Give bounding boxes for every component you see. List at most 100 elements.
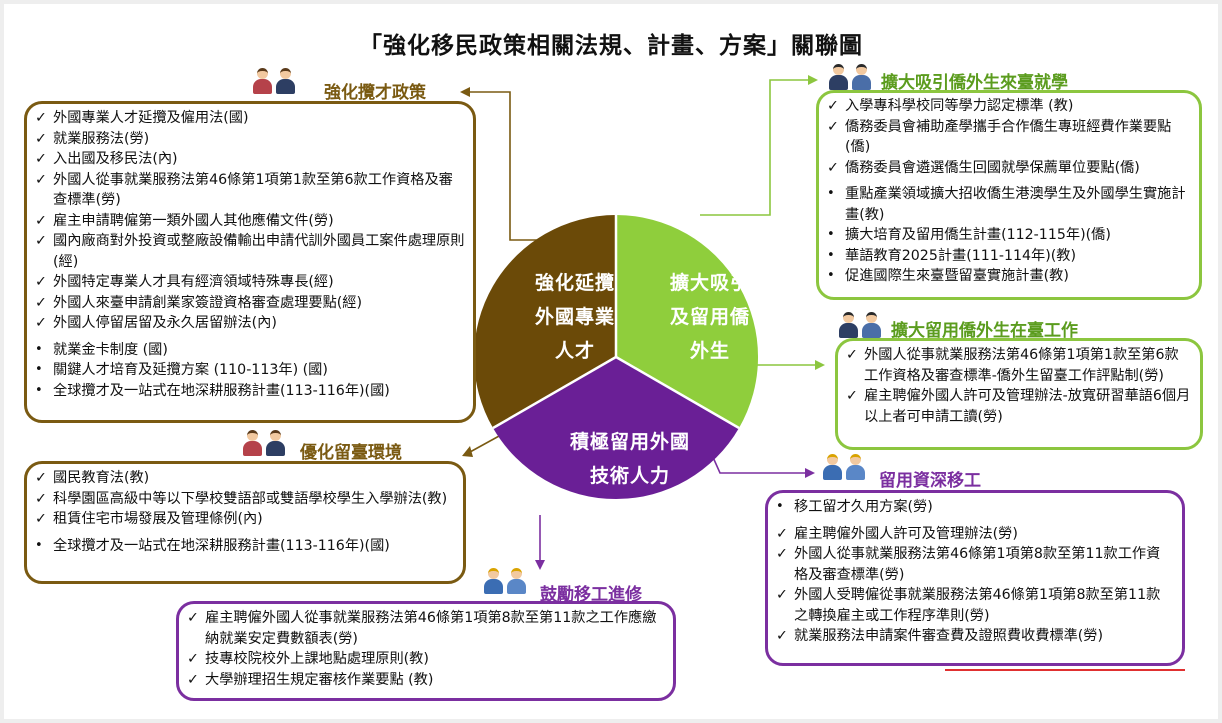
arrowhead-attract [808, 75, 818, 85]
list-item-text: 雇主聘僱外國人許可及管理辦法(勞) [794, 525, 1018, 542]
bullet-icon: • [35, 341, 43, 357]
list-item-text: 就業服務法(勞) [53, 130, 150, 147]
list-item-text: 國民教育法(教) [53, 470, 150, 486]
heading-living-env: 優化留臺環境 [300, 443, 402, 463]
list-item: ✓雇主申請聘僱第一類外國人其他應備文件(勞) [35, 211, 465, 232]
list-item-text: 外國專業人才延攬及僱用法(國) [53, 110, 249, 126]
list-item-text: 國內廠商對外投資或整廠設備輸出申請代訓外國員工案件處理原則(經) [53, 233, 465, 270]
list-item: • 移工留才久用方案(勞) [776, 497, 1174, 518]
list-item-text: 外國人受聘僱從事就業服務法第46條第1項第8款至第11款之轉換雇主或工作程序準則… [794, 587, 1161, 624]
list-item-text: 外國人停留居留及永久居留辦法(內) [53, 315, 277, 331]
check-icon: ✓ [35, 130, 47, 147]
check-icon: ✓ [846, 347, 858, 363]
list-item: • 擴大培育及留用僑生計畫(112-115年)(僑) [827, 225, 1191, 246]
heading-talent-policy: 強化攬才政策 [324, 83, 426, 103]
list-item: •全球攬才及一站式在地深耕服務計畫(113-116年)(國) [35, 536, 455, 557]
list-item: ✓僑務委員會遴選僑生回國就學保薦單位要點(僑) [827, 158, 1191, 179]
box-talent-policy: ✓外國專業人才延攬及僱用法(國)✓就業服務法(勞)✓入出國及移民法(內)✓外國人… [24, 101, 476, 423]
list-item: ✓ 國內廠商對外投資或整廠設備輸出申請代訓外國員工案件處理原則(經) [35, 231, 465, 272]
list-item: ✓技專校院校外上課地點處理原則(教) [187, 649, 665, 670]
list-item: ✓租賃住宅市場發展及管理條例(內) [35, 509, 455, 530]
policy-pie [473, 215, 759, 500]
check-icon: ✓ [35, 274, 47, 290]
bullet-icon: • [827, 186, 835, 201]
list-item: • 就業金卡制度 (國) [35, 340, 465, 361]
list-item: ✓ 就業服務法申請案件審查費及證照費收費標準(勞) [776, 626, 1174, 647]
check-icon: ✓ [187, 671, 199, 688]
page-title: 「強化移民政策相關法規、計畫、方案」關聯圖 [359, 33, 863, 59]
bullet-icon: • [827, 268, 835, 283]
bullet-icon: • [35, 537, 43, 553]
check-icon: ✓ [35, 470, 47, 486]
list-item: • 華語教育2025計畫(111-114年)(教) [827, 246, 1191, 267]
list-item-text: 就業金卡制度 (國) [53, 341, 168, 358]
heading-migrant-training: 鼓勵移工進修 [540, 585, 642, 605]
list-item-text: 雇主聘僱外國人從事就業服務法第46條第1項第8款至第11款之工作應繳納就業安定費… [205, 610, 657, 647]
pie-label-tech: 積極留用外國技術人力 [569, 431, 690, 487]
bullet-icon: • [776, 499, 784, 514]
list-item-text: 華語教育2025計畫(111-114年)(教) [845, 247, 1077, 264]
check-icon: ✓ [35, 294, 47, 311]
list-item-text: 雇主申請聘僱第一類外國人其他應備文件(勞) [53, 212, 334, 229]
check-icon: ✓ [827, 98, 839, 114]
worker-icon [483, 568, 526, 594]
heading-retain-students: 擴大留用僑外生在臺工作 [891, 321, 1078, 341]
list-item-text: 僑務委員會補助產學攜手合作僑生專班經費作業要點(僑) [845, 118, 1172, 156]
bullet-icon: • [35, 382, 43, 398]
list-item: ✓外國人來臺申請創業家簽證資格審查處理要點(經) [35, 293, 465, 314]
list-item: ✓ 外國專業人才延攬及僱用法(國) [35, 108, 465, 129]
list-item-text: 技專校院校外上課地點處理原則(教) [205, 651, 429, 667]
list-item-text: 促進國際生來臺暨留臺實施計畫(教) [845, 268, 1069, 284]
list-item: ✓外國人從事就業服務法第46條第1項第1款至第6款工作資格及審查標準-僑外生留臺… [846, 345, 1192, 386]
list-item-text: 科學園區高級中等以下學校雙語部或雙語學校學生入學辦法(教) [53, 490, 448, 507]
list-item-text: 全球攬才及一站式在地深耕服務計畫(113-116年)(國) [53, 382, 390, 399]
graduate-icon [838, 312, 881, 338]
link-senior-migrant [711, 454, 805, 474]
pie-segment-students [616, 215, 759, 428]
list-item: ✓雇主聘僱外國人許可及管理辦法-放寬研習華語6個月以上者可申請工讀(勞) [846, 386, 1192, 427]
list-item: • 促進國際生來臺暨留臺實施計畫(教) [827, 266, 1191, 287]
check-icon: ✓ [35, 171, 47, 188]
bullet-icon: • [827, 227, 835, 242]
list-item: ✓科學園區高級中等以下學校雙語部或雙語學校學生入學辦法(教) [35, 489, 455, 510]
people-icon [252, 68, 295, 94]
box-retain-students: ✓外國人從事就業服務法第46條第1項第1款至第6款工作資格及審查標準-僑外生留臺… [835, 338, 1203, 450]
list-item: ✓入出國及移民法(內) [35, 149, 465, 170]
list-item-text: 外國特定專業人才具有經濟領域特殊專長(經) [53, 274, 334, 290]
bullet-icon: • [35, 362, 43, 377]
list-item: ✓ 外國人停留居留及永久居留辦法(內) [35, 313, 465, 334]
check-icon: ✓ [776, 546, 788, 562]
list-item-text: 大學辦理招生規定審核作業要點 (教) [205, 671, 434, 688]
list-item-text: 關鍵人才培育及延攬方案 (110-113年) (國) [53, 362, 328, 378]
arrowhead-retain [815, 360, 825, 370]
box-living-env: ✓ 國民教育法(教) ✓科學園區高級中等以下學校雙語部或雙語學校學生入學辦法(教)✓… [24, 461, 466, 584]
list-item-text: 重點產業領域擴大招收僑生港澳學生及外國學生實施計畫(教) [845, 186, 1186, 223]
worker-icon [822, 454, 865, 480]
bullet-icon: • [827, 247, 835, 263]
list-item-text: 擴大培育及留用僑生計畫(112-115年)(僑) [845, 227, 1111, 243]
pie-label-talent: 強化延攬外國專業人才 [534, 272, 615, 362]
people-icon [242, 430, 285, 456]
box-migrant-training: ✓ 雇主聘僱外國人從事就業服務法第46條第1項第8款至第11款之工作應繳納就業安定… [176, 601, 676, 701]
arrowhead-talent [460, 87, 470, 97]
link-attract-students [700, 79, 808, 216]
check-icon: ✓ [35, 110, 47, 126]
check-icon: ✓ [187, 610, 199, 626]
list-item: ✓ 大學辦理招生規定審核作業要點 (教) [187, 670, 665, 691]
check-icon: ✓ [35, 233, 47, 249]
list-item-text: 就業服務法申請案件審查費及證照費收費標準(勞) [794, 628, 1104, 644]
pie-segment-talent [473, 215, 616, 428]
pie-label-students: 擴大吸引及留用僑外生 [669, 272, 750, 362]
heading-attract-students: 擴大吸引僑外生來臺就學 [881, 73, 1068, 93]
list-item: ✓入學專科學校同等學力認定標準 (教) [827, 96, 1191, 117]
list-item-text: 移工留才久用方案(勞) [794, 499, 933, 515]
list-item: ✓ 外國特定專業人才具有經濟領域特殊專長(經) [35, 272, 465, 293]
check-icon: ✓ [35, 315, 47, 331]
list-item: • 全球攬才及一站式在地深耕服務計畫(113-116年)(國) [35, 381, 465, 402]
box-senior-migrant: • 移工留才久用方案(勞) ✓ 雇主聘僱外國人許可及管理辦法(勞) ✓外國人從事就業服務… [765, 490, 1185, 666]
graduate-icon [828, 64, 871, 90]
list-item: • 關鍵人才培育及延攬方案 (110-113年) (國) [35, 360, 465, 381]
check-icon: ✓ [776, 628, 788, 644]
list-item: ✓外國人從事就業服務法第46條第1項第8款至第11款工作資格及審查標準(勞) [776, 544, 1174, 585]
